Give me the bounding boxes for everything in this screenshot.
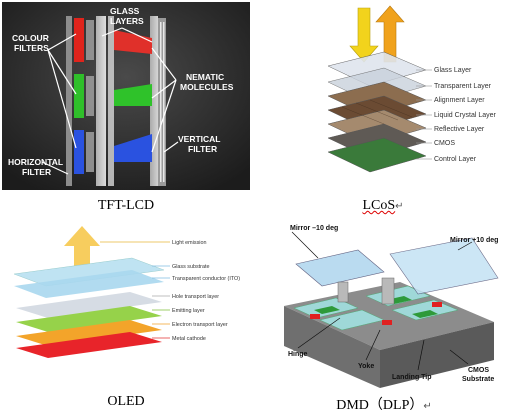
down-arrow-icon: [349, 7, 379, 63]
mirror-minus-10: [295, 249, 385, 287]
yoke-post: [381, 277, 395, 305]
lcos-layer-label: Alignment Layer: [434, 97, 485, 104]
return-mark-icon: ↵: [395, 201, 404, 212]
lcos-layer-label: Control Layer: [434, 156, 477, 163]
glass-substrate-layer: [13, 257, 165, 287]
yoke-label: Yoke: [358, 363, 374, 370]
green-molecule-cone: [114, 84, 152, 106]
hinge-label: Hinge: [288, 351, 308, 358]
cmos-substrate-label-1: CMOS: [468, 367, 489, 374]
lcos-layer-label: CMOS: [434, 140, 455, 147]
glass-layers-label-1: GLASS: [110, 6, 140, 16]
hinge-post: [337, 281, 349, 303]
lcos-caption: LCoS↵: [258, 198, 508, 214]
vertical-filter-label-1: VERTICAL: [178, 134, 221, 144]
red-molecule-cone: [114, 30, 152, 54]
lcos-diagram: Glass Layer Transparent Layer Alignment …: [258, 0, 508, 190]
blue-filter: [74, 130, 84, 174]
dmd-illustration: Mirror –10 deg Mirror +10 deg Hinge Yoke…: [284, 225, 499, 388]
green-filter: [74, 74, 84, 118]
oled-layer-label: Metal cathode: [172, 336, 206, 342]
colour-filters-label-2: FILTERS: [14, 43, 49, 53]
emitting-layer: [16, 306, 162, 332]
tft-lcd-caption: TFT-LCD: [97, 198, 155, 213]
up-arrow-icon: [375, 5, 405, 63]
lcos-caption-text: LCoS: [362, 198, 396, 213]
light-emission-arrow-icon: [64, 226, 100, 272]
substrate-right-face: [380, 322, 494, 388]
nematic-label-1: NEMATIC: [186, 72, 224, 82]
light-emission-label: Light emission: [172, 240, 206, 246]
red-filter: [74, 18, 84, 62]
ito-layer: [14, 270, 164, 298]
horizontal-filter-label-1: HORIZONTAL: [8, 157, 63, 167]
tft-lcd-illustration: GLASS LAYERS COLOUR FILTERS NEMATIC MOLE…: [2, 2, 250, 190]
lcos-layer-label: Glass Layer: [434, 67, 472, 74]
lcos-layer-label: Transparent Layer: [434, 83, 492, 90]
nematic-label-2: MOLECULES: [180, 82, 234, 92]
colour-filters-label-1: COLOUR: [12, 33, 49, 43]
mirror-minus-label: Mirror –10 deg: [290, 225, 338, 232]
dmd-caption-text: DMD（DLP）: [336, 398, 424, 413]
dmd-diagram: Mirror –10 deg Mirror +10 deg Hinge Yoke…: [262, 222, 506, 392]
horizontal-filter-label-2: FILTER: [22, 167, 51, 177]
lcos-illustration: Glass Layer Transparent Layer Alignment …: [327, 5, 497, 173]
control-layer-plate: [327, 137, 427, 173]
oled-illustration: Light emission Glass substrate Transpare…: [13, 226, 240, 358]
oled-layer-label: Hole transport layer: [172, 294, 219, 300]
glass-layers-label-2: LAYERS: [110, 16, 144, 26]
oled-layer-label: Emitting layer: [172, 308, 205, 314]
oled-caption: OLED: [107, 394, 145, 409]
tft-lcd-diagram: GLASS LAYERS COLOUR FILTERS NEMATIC MOLE…: [2, 2, 250, 190]
substrate-left-face: [284, 306, 380, 388]
mirror-plus-label: Mirror +10 deg: [450, 237, 498, 244]
oled-layer-label: Glass substrate: [172, 264, 209, 270]
electron-transport-layer: [16, 320, 162, 346]
blue-molecule-cone: [114, 134, 152, 162]
landing-tip-label: Landing Tip: [392, 374, 432, 381]
oled-layer-label: Electron transport layer: [172, 322, 228, 328]
dmd-caption: DMD（DLP）↵: [262, 394, 506, 414]
oled-layer-label: Transparent conductor (ITO): [172, 276, 240, 282]
cmos-substrate-label-2: Substrate: [462, 376, 494, 383]
oled-diagram: Light emission Glass substrate Transpare…: [2, 222, 250, 392]
return-mark-icon: ↵: [423, 401, 432, 412]
vertical-filter-label-2: FILTER: [188, 144, 217, 154]
metal-cathode-layer: [16, 332, 162, 358]
mirror-plus-10: [389, 237, 499, 295]
hole-transport-layer: [16, 292, 162, 318]
lcos-layer-label: Reflective Layer: [434, 126, 485, 133]
lcos-layer-label: Liquid Crystal Layer: [434, 112, 497, 119]
